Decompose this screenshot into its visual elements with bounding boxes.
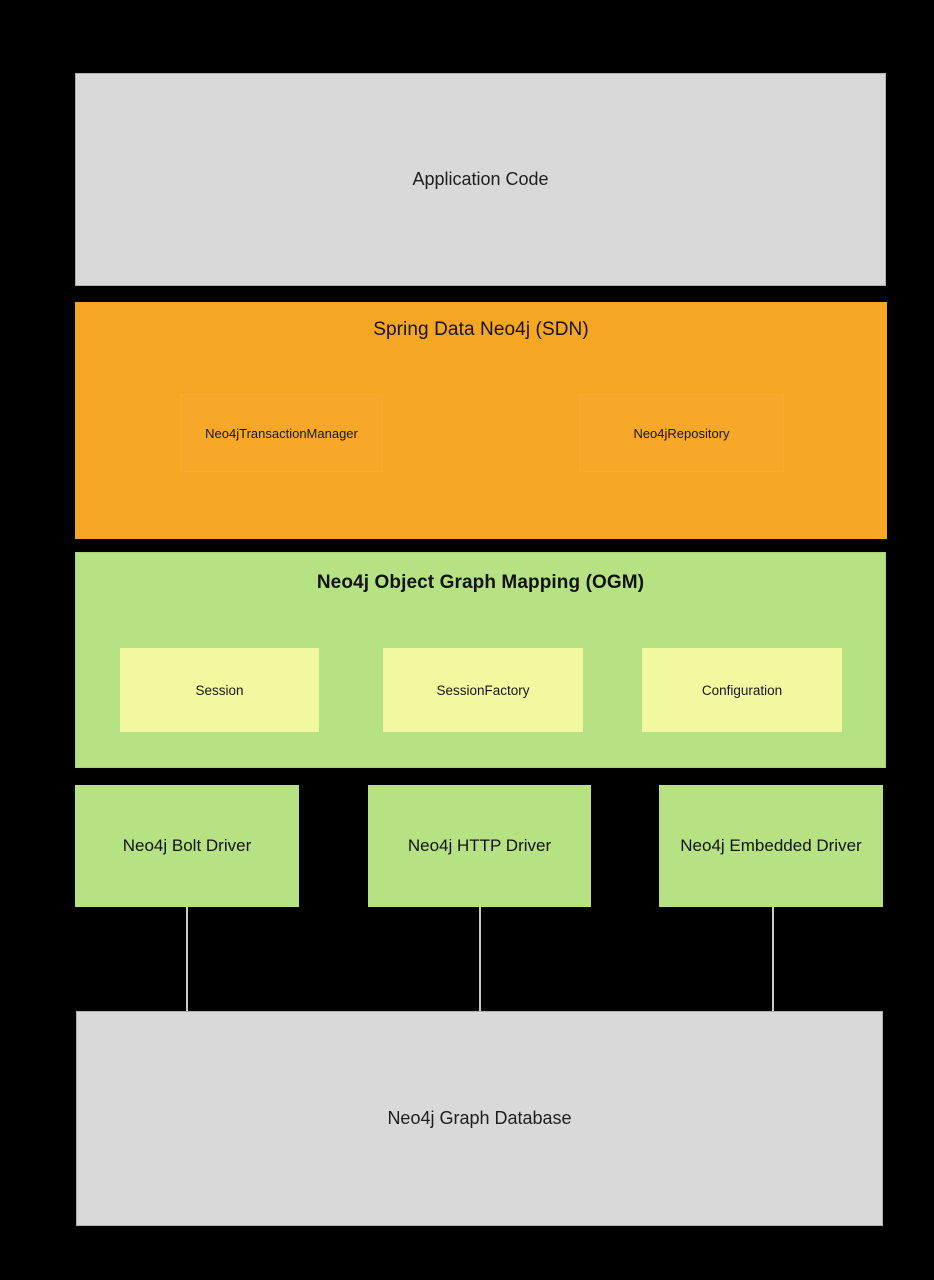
driver-neo4j-bolt-label: Neo4j Bolt Driver <box>122 836 252 855</box>
component-configuration-label: Configuration <box>701 682 783 698</box>
component-neo4j-transaction-manager: Neo4jTransactionManager <box>180 394 383 472</box>
driver-neo4j-bolt: Neo4j Bolt Driver <box>75 785 299 907</box>
connector-line-http <box>479 907 481 1011</box>
driver-neo4j-http-label: Neo4j HTTP Driver <box>407 836 552 855</box>
connector-line-bolt <box>186 907 188 1011</box>
component-neo4j-transaction-manager-label: Neo4jTransactionManager <box>205 425 358 441</box>
layer-spring-data-neo4j: Spring Data Neo4j (SDN) Neo4jTransaction… <box>75 302 887 539</box>
component-neo4j-repository: Neo4jRepository <box>579 394 784 472</box>
component-session-label: Session <box>195 682 244 698</box>
driver-neo4j-http: Neo4j HTTP Driver <box>368 785 591 907</box>
ogm-component-row: Session SessionFactory Configuration <box>76 648 885 732</box>
neo4j-graph-database-label: Neo4j Graph Database <box>387 1108 572 1128</box>
layer-neo4j-ogm: Neo4j Object Graph Mapping (OGM) Session… <box>75 552 886 768</box>
component-configuration: Configuration <box>642 648 842 732</box>
layer-neo4j-graph-database: Neo4j Graph Database <box>76 1011 883 1226</box>
component-session-factory-label: SessionFactory <box>436 682 530 698</box>
sdn-component-row: Neo4jTransactionManager Neo4jRepository <box>75 394 887 472</box>
layer-application-code: Application Code <box>75 73 886 286</box>
driver-neo4j-embedded-label: Neo4j Embedded Driver <box>680 836 862 855</box>
component-neo4j-repository-label: Neo4jRepository <box>633 425 730 441</box>
connector-line-embedded <box>772 907 774 1011</box>
driver-neo4j-embedded: Neo4j Embedded Driver <box>659 785 883 907</box>
spring-data-neo4j-label: Spring Data Neo4j (SDN) <box>373 319 589 340</box>
component-session: Session <box>120 648 319 732</box>
application-code-label: Application Code <box>412 169 549 189</box>
component-session-factory: SessionFactory <box>383 648 583 732</box>
neo4j-ogm-label: Neo4j Object Graph Mapping (OGM) <box>316 572 645 593</box>
